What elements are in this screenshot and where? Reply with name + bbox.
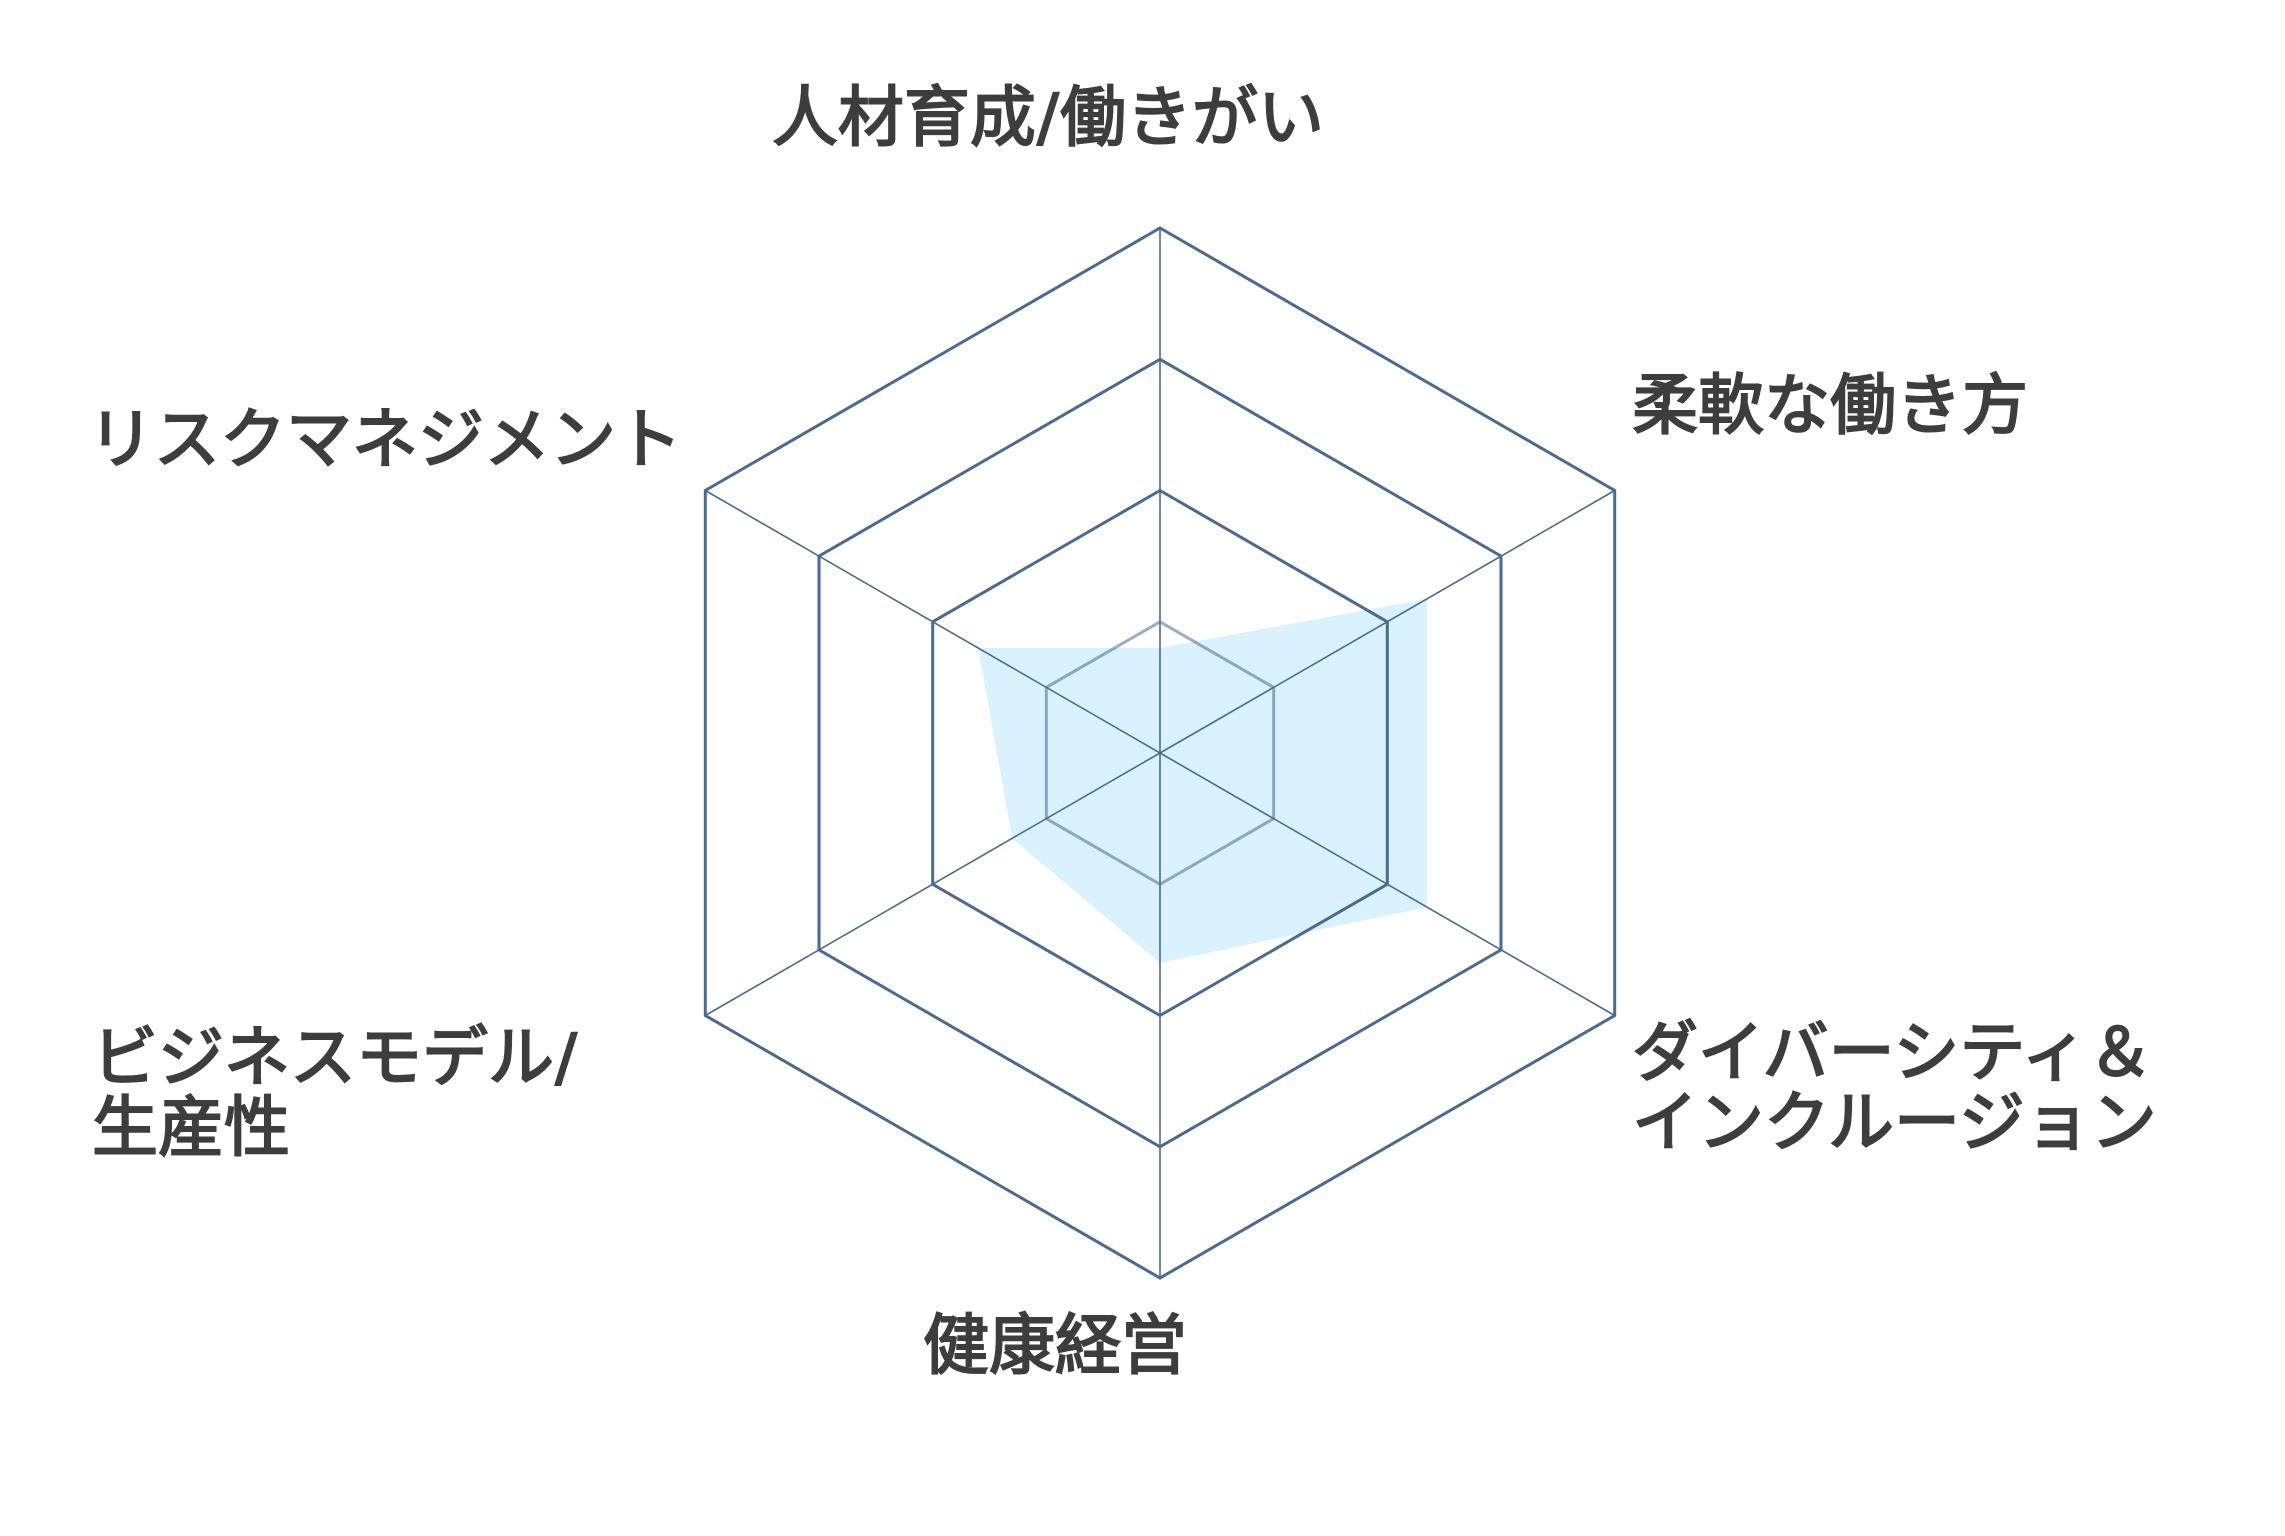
axis-label-line: 人材育成/働きがい <box>772 79 1324 156</box>
axis-spoke-2 <box>1159 489 1616 754</box>
axis-label-line: 柔軟な働き方 <box>1632 367 2028 444</box>
axis-label-line: インクルージョン <box>1632 1084 2157 1161</box>
grid-layer <box>703 226 1617 1280</box>
axis-label-line: ビジネスモデル/ <box>92 1019 579 1096</box>
axis-spoke-5 <box>704 752 1161 1017</box>
series-area-1 <box>978 598 1428 963</box>
axis-label-line: ダイバーシティ＆ <box>1632 1014 2153 1091</box>
axis-spoke-3 <box>1159 752 1616 1017</box>
axis-label-line: 健康経営 <box>923 1307 1187 1384</box>
axis-label-line: リスクマネジメント <box>88 401 682 478</box>
axis-spoke-6 <box>704 489 1161 754</box>
axis-label-6: リスクマネジメント <box>88 401 682 478</box>
axis-label-2: 柔軟な働き方 <box>1632 367 2028 444</box>
axis-label-line: 生産性 <box>92 1089 290 1166</box>
axis-label-3: ダイバーシティ＆インクルージョン <box>1632 1014 2157 1161</box>
axis-label-4: 健康経営 <box>923 1307 1187 1384</box>
axis-label-1: 人材育成/働きがい <box>772 79 1324 156</box>
axis-label-5: ビジネスモデル/生産性 <box>92 1019 579 1166</box>
series-layer <box>978 598 1428 963</box>
